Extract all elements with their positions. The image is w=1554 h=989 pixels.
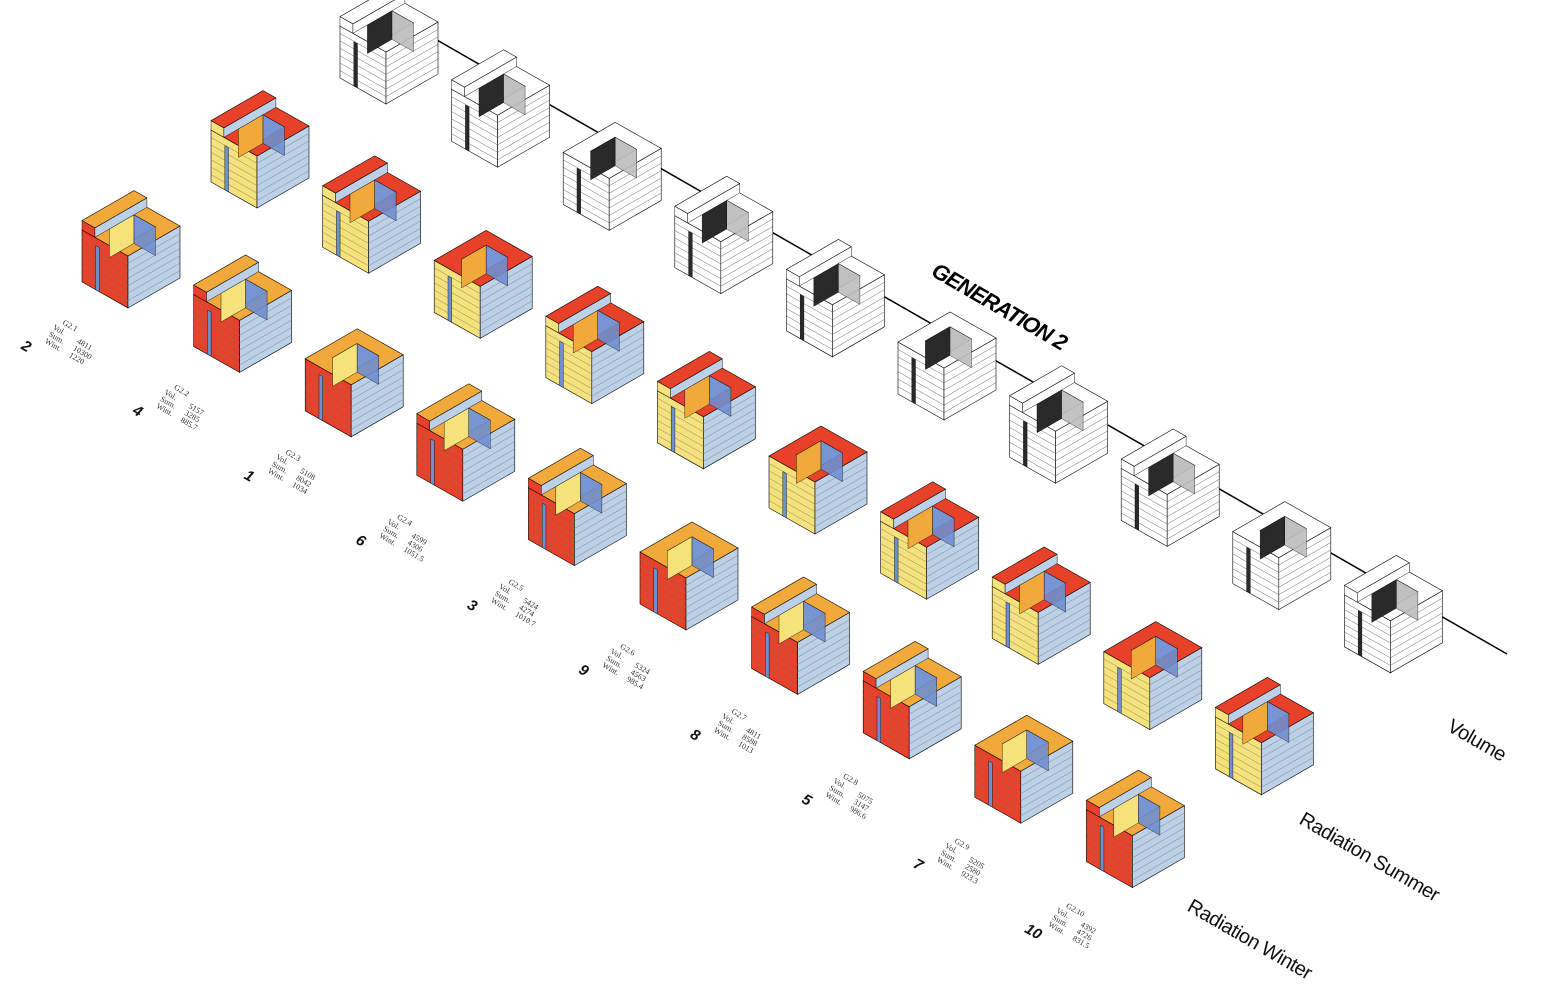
volume-model-4	[674, 175, 774, 295]
summer-model-2	[321, 155, 422, 274]
winter-model-8	[862, 641, 962, 760]
volume-model-3	[562, 122, 662, 231]
summer-model-9	[1103, 621, 1203, 731]
winter-model-10	[1085, 769, 1186, 889]
iteration-rank: 5	[799, 791, 815, 810]
summer-model-3	[433, 230, 533, 339]
iteration-rank: 10	[1022, 920, 1046, 943]
winter-model-3	[304, 328, 404, 438]
iteration-rank: 4	[129, 401, 146, 421]
iteration-rank: 1	[241, 467, 257, 486]
iteration-rank: 3	[464, 596, 480, 615]
iteration-rank: 7	[910, 856, 926, 875]
volume-model-2	[450, 49, 551, 168]
winter-model-2	[192, 254, 293, 373]
winter-model-9	[974, 714, 1074, 824]
winter-model-7	[750, 576, 851, 695]
iteration-rank: 2	[17, 337, 34, 357]
iteration-rank: 9	[576, 661, 592, 680]
row-label-radiation-summer: Radiation Summer	[1296, 808, 1444, 906]
volume-model-7	[1008, 365, 1109, 484]
summer-model-6	[768, 425, 868, 535]
volume-model-1	[339, 0, 439, 105]
winter-model-6	[639, 521, 739, 631]
volume-model-5	[785, 239, 886, 358]
model-grid	[81, 0, 1444, 889]
summer-model-7	[879, 481, 980, 600]
winter-model-1	[81, 190, 181, 309]
summer-model-5	[656, 351, 757, 470]
iteration-rank: 6	[353, 532, 369, 551]
volume-model-9	[1232, 501, 1332, 611]
winter-model-5	[527, 447, 628, 567]
summer-model-10	[1214, 677, 1315, 796]
volume-model-10	[1343, 555, 1444, 674]
summer-model-4	[545, 285, 645, 405]
winter-model-4	[416, 383, 516, 502]
row-label-radiation-winter: Radiation Winter	[1184, 895, 1317, 984]
volume-model-8	[1120, 428, 1220, 547]
volume-model-6	[897, 311, 997, 421]
summer-model-1	[210, 90, 310, 209]
summer-model-8	[991, 546, 1091, 665]
iteration-rank: 8	[687, 726, 703, 745]
row-label-volume: Volume	[1444, 715, 1511, 766]
